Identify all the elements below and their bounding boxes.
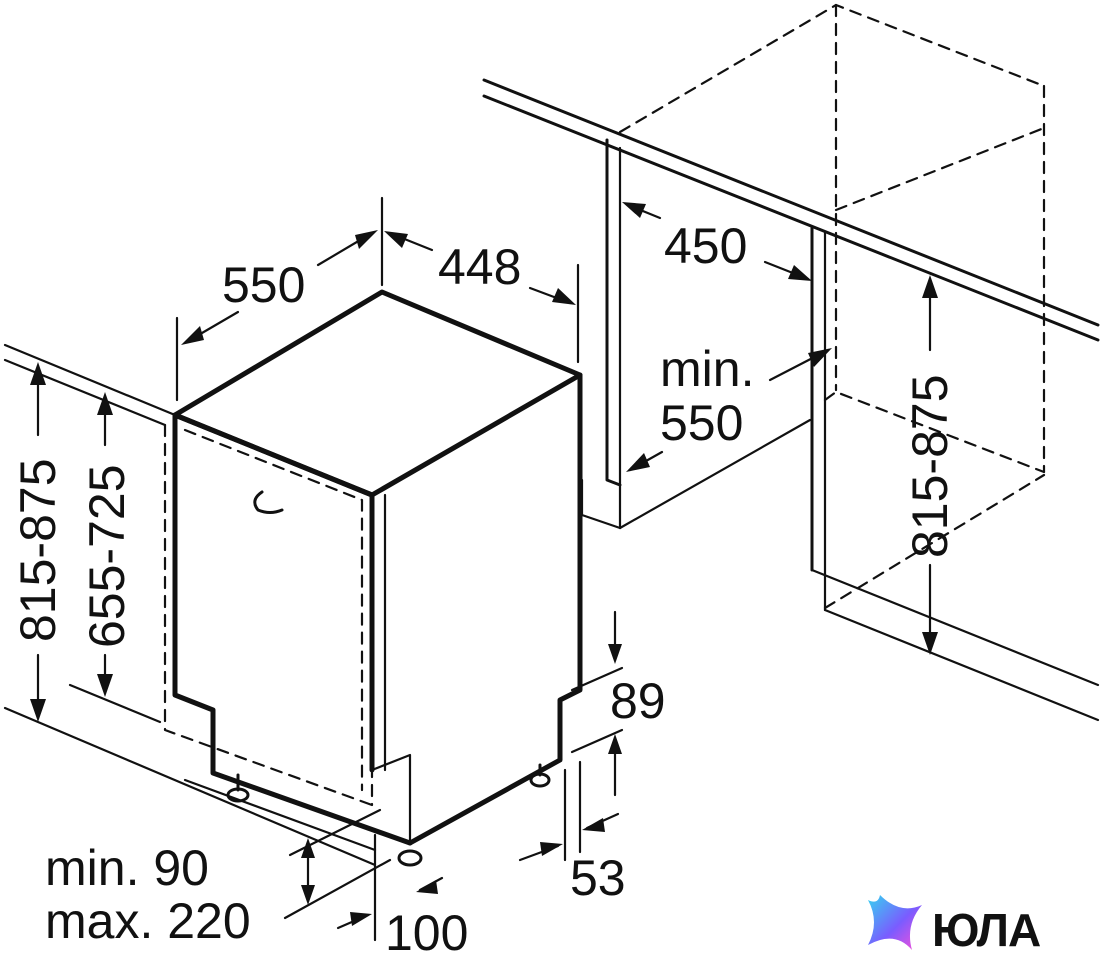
dim-top-gap: 89 [610, 673, 666, 729]
dim-door-height: 655-725 [79, 465, 135, 649]
dim-plinth-max: max. 220 [45, 893, 251, 949]
dim-niche-depth-value: 550 [660, 395, 743, 451]
dim-appliance-height: 815-875 [10, 459, 66, 643]
dim-appliance-depth: 550 [222, 257, 305, 313]
dim-appliance-width: 448 [438, 239, 521, 295]
dim-niche-height: 815-875 [902, 375, 958, 559]
star-gradient-icon [868, 895, 922, 950]
dim-niche-depth-min: min. [660, 341, 754, 397]
dim-plinth-min: min. 90 [45, 840, 209, 896]
dishwasher-body [3, 289, 583, 942]
cabinet-niche [482, 3, 1100, 722]
dim-side-gap: 53 [570, 850, 626, 906]
dim-plinth-recess: 100 [385, 905, 468, 955]
logo-text: ЮЛА [932, 904, 1040, 955]
logo: ЮЛА [868, 895, 1041, 955]
dim-niche-width: 450 [664, 218, 747, 274]
dimension-lines [30, 196, 938, 930]
